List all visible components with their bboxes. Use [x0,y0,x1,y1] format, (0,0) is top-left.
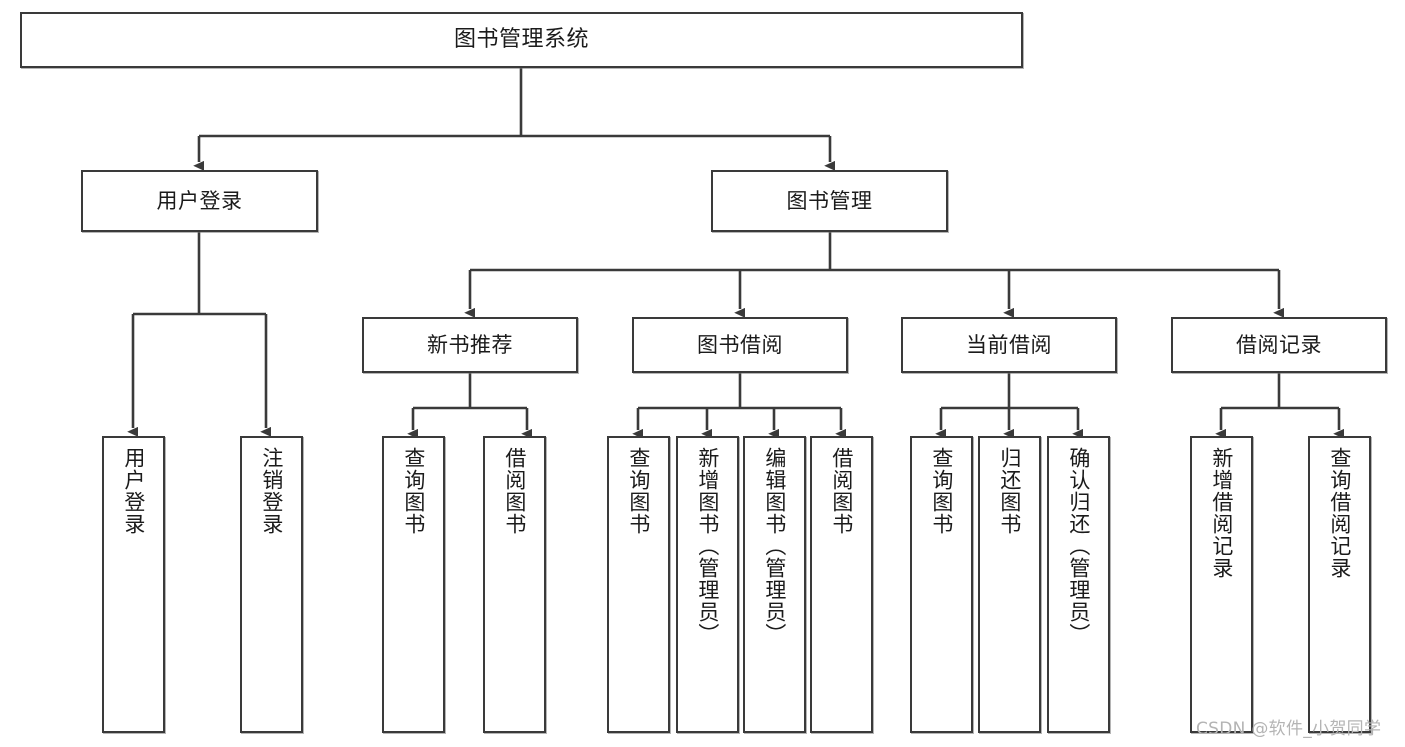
node-leaf-query-book-2-label: 查询图书 [626,447,651,535]
node-current-borrow-label: 当前借阅 [966,332,1052,357]
node-leaf-add-record-label: 新增借阅记录 [1209,447,1234,579]
node-leaf-query-book-2[interactable]: 查询图书 [607,436,670,733]
node-leaf-edit-book-label: 编辑图书（管理员） [762,447,787,645]
node-leaf-borrow-book-2[interactable]: 借阅图书 [810,436,873,733]
node-current-borrow[interactable]: 当前借阅 [901,317,1117,373]
node-book-manage[interactable]: 图书管理 [711,170,948,232]
node-leaf-edit-book[interactable]: 编辑图书（管理员） [743,436,806,733]
node-book-borrow-label: 图书借阅 [697,332,783,357]
node-leaf-confirm-return-label: 确认归还（管理员） [1066,447,1091,645]
node-leaf-return-book-label: 归还图书 [997,447,1022,535]
csdn-watermark: CSDN @软件_小贺同学 [1196,719,1382,739]
node-borrow-record-label: 借阅记录 [1236,332,1322,357]
node-leaf-user-login-label: 用户登录 [121,447,146,535]
node-leaf-return-book[interactable]: 归还图书 [978,436,1041,733]
node-new-book-recommend[interactable]: 新书推荐 [362,317,578,373]
node-user-login-label: 用户登录 [156,188,243,213]
node-leaf-confirm-return[interactable]: 确认归还（管理员） [1047,436,1110,733]
node-leaf-query-book-3[interactable]: 查询图书 [910,436,973,733]
node-new-book-recommend-label: 新书推荐 [427,332,513,357]
node-leaf-query-book-1[interactable]: 查询图书 [382,436,445,733]
node-leaf-query-record[interactable]: 查询借阅记录 [1308,436,1371,733]
node-leaf-query-book-1-label: 查询图书 [401,447,426,535]
node-leaf-logout[interactable]: 注销登录 [240,436,303,733]
node-leaf-user-login[interactable]: 用户登录 [102,436,165,733]
node-root[interactable]: 图书管理系统 [20,12,1023,68]
node-borrow-record[interactable]: 借阅记录 [1171,317,1387,373]
node-leaf-logout-label: 注销登录 [259,447,284,535]
node-leaf-borrow-book-1-label: 借阅图书 [502,447,527,535]
node-leaf-add-record[interactable]: 新增借阅记录 [1190,436,1253,733]
node-leaf-query-record-label: 查询借阅记录 [1327,447,1352,579]
node-book-borrow[interactable]: 图书借阅 [632,317,848,373]
node-leaf-borrow-book-1[interactable]: 借阅图书 [483,436,546,733]
node-leaf-borrow-book-2-label: 借阅图书 [829,447,854,535]
node-root-label: 图书管理系统 [453,27,589,53]
node-book-manage-label: 图书管理 [786,188,873,213]
node-user-login[interactable]: 用户登录 [81,170,318,232]
node-leaf-add-book[interactable]: 新增图书（管理员） [676,436,739,733]
node-leaf-add-book-label: 新增图书（管理员） [695,447,720,645]
node-leaf-query-book-3-label: 查询图书 [929,447,954,535]
